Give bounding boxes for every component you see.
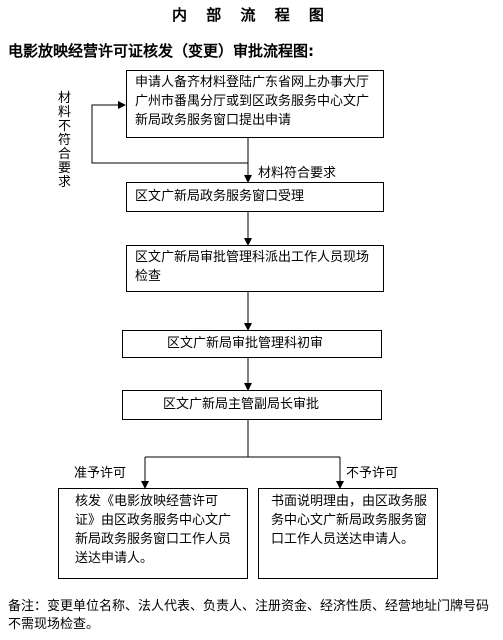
arrow-incomplete-loop [91, 101, 248, 164]
label-incomplete: 材料不符合要求 [58, 91, 72, 190]
footnote: 备注：变更单位名称、法人代表、负责人、注册资金、经济性质、经营地址门牌号码不需现… [8, 599, 490, 632]
step-apply: 申请人备齐材料登陆广东省网上办事大厅广州市番禺分厅或到区政务服务中心文广新局政务… [126, 70, 384, 138]
step-grant-text: 核发《电影放映经营许可证》由区政务服务中心文广新局政务服务窗口工作人员送达申请人… [75, 494, 232, 566]
step-approve-text: 区文广新局主管副局长审批 [163, 397, 320, 412]
label-permit: 准予许可 [74, 466, 127, 481]
step-accept-text: 区文广新局政务服务窗口受理 [135, 189, 305, 204]
step-approve: 区文广新局主管副局长审批 [122, 390, 382, 420]
page-title: 内 部 流 程 图 [172, 6, 331, 24]
step-grant: 核发《电影放映经营许可证》由区政务服务中心文广新局政务服务窗口工作人员送达申请人… [58, 488, 248, 579]
label-complete: 材料符合要求 [258, 166, 337, 181]
step-inspect-text: 区文广新局审批管理科派出工作人员现场检查 [135, 250, 370, 284]
step-inspect: 区文广新局审批管理科派出工作人员现场检查 [126, 245, 384, 292]
step-review-text: 区文广新局审批管理科初审 [167, 336, 324, 351]
step-apply-text: 申请人备齐材料登陆广东省网上办事大厅广州市番禺分厅或到区政务服务中心文广新局政务… [135, 75, 370, 128]
step-deny-text: 书面说明理由，由区政务服务中心文广新局政务服务窗口工作人员送达申请人。 [271, 494, 428, 547]
label-no-permit: 不予许可 [346, 466, 399, 481]
step-accept: 区文广新局政务服务窗口受理 [126, 182, 384, 212]
step-deny: 书面说明理由，由区政务服务中心文广新局政务服务窗口工作人员送达申请人。 [258, 488, 438, 579]
step-review: 区文广新局审批管理科初审 [122, 330, 382, 358]
flowchart-subtitle: 电影放映经营许可证核发（变更）审批流程图: [8, 42, 315, 60]
